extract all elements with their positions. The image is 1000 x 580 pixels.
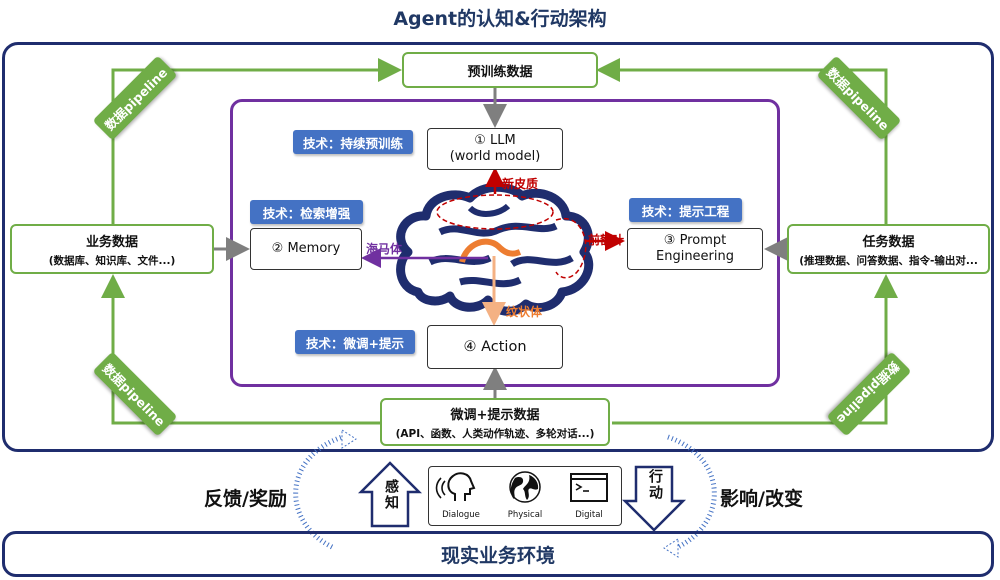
globe-icon (509, 471, 541, 503)
feedback-reward-label: 反馈/奖励 (204, 488, 287, 510)
physical-item: Physical (493, 467, 557, 525)
perceive-label: 感知 (383, 479, 399, 511)
prefrontal-label: 前额叶 (588, 233, 625, 247)
finetune-data-sub: (API、函数、人类动作轨迹、多轮对话...) (395, 427, 595, 440)
pretrain-data-label: 预训练数据 (467, 64, 533, 80)
llm-title: ① LLM (474, 133, 516, 148)
llm-subtitle: (world model) (449, 149, 541, 164)
finetune-data-box: 微调+提示数据 (API、函数、人类动作轨迹、多轮对话...) (380, 398, 610, 446)
task-data-title: 任务数据 (862, 234, 915, 250)
striatum-label: 纹状体 (506, 305, 543, 319)
finetune-data-title: 微调+提示数据 (450, 407, 540, 423)
dialogue-item: Dialogue (429, 467, 493, 525)
pipeline-arrow-bottom-right (612, 274, 898, 425)
physical-label: Physical (507, 510, 543, 520)
digital-item: Digital (557, 467, 621, 525)
dialogue-head-icon (435, 472, 476, 501)
tech-tag-finetune-prompt: 技术：微调+提示 (295, 330, 415, 354)
task-data-box: 任务数据 (推理数据、问答数据、指令-输出对... (787, 224, 990, 274)
neocortex-label: 新皮质 (502, 177, 539, 191)
task-data-sub: (推理数据、问答数据、指令-输出对... (799, 254, 978, 267)
prefrontal-outline (555, 217, 587, 279)
hippocampus-label: 海马体 (366, 242, 403, 256)
tech-tag-continual-pretraining: 技术：持续预训练 (293, 130, 413, 154)
act-label: 行动 (647, 469, 663, 501)
agent-system-frame (2, 42, 994, 452)
environment-box: Dialogue Physical Digital (428, 466, 622, 526)
tech-tag-prompt-engineering: 技术：提示工程 (629, 198, 742, 222)
pipeline-arrow-top-right (596, 58, 888, 224)
action-label: ④ Action (463, 339, 527, 355)
diagram-title: Agent的认知&行动架构 (393, 8, 607, 30)
real-business-environment: 现实业务环境 (2, 531, 994, 577)
memory-box: ② Memory (250, 228, 362, 270)
tech-tag-retrieval-augmentation: 技术：检索增强 (250, 200, 363, 224)
memory-label: ② Memory (271, 241, 341, 256)
real-business-environment-label: 现实业务环境 (440, 544, 555, 567)
business-data-box: 业务数据 (数据库、知识库、文件...) (10, 224, 214, 274)
terminal-icon (570, 473, 608, 502)
prompt-engineering-box: ③ Prompt Engineering (627, 228, 763, 270)
pretrain-data-box: 预训练数据 (402, 52, 598, 88)
llm-box: ① LLM (world model) (427, 128, 563, 170)
neocortex-outline (436, 194, 554, 230)
brain-illustration (396, 182, 594, 316)
prompt-engineering-line2: Engineering (656, 249, 734, 264)
dialogue-label: Dialogue (442, 510, 480, 520)
influence-cycle-arrow (667, 434, 717, 550)
pipeline-arrow-bottom-left (101, 274, 380, 425)
pipeline-arrow-top-left (111, 58, 402, 224)
influence-change-label: 影响/改变 (720, 488, 803, 510)
prompt-engineering-line1: ③ Prompt (663, 233, 727, 248)
perceive-arrow (357, 461, 423, 528)
action-box: ④ Action (427, 325, 563, 369)
digital-label: Digital (575, 510, 603, 520)
act-arrow (621, 465, 687, 532)
business-data-sub: (数据库、知识库、文件...) (48, 254, 176, 267)
business-data-title: 业务数据 (85, 234, 138, 250)
